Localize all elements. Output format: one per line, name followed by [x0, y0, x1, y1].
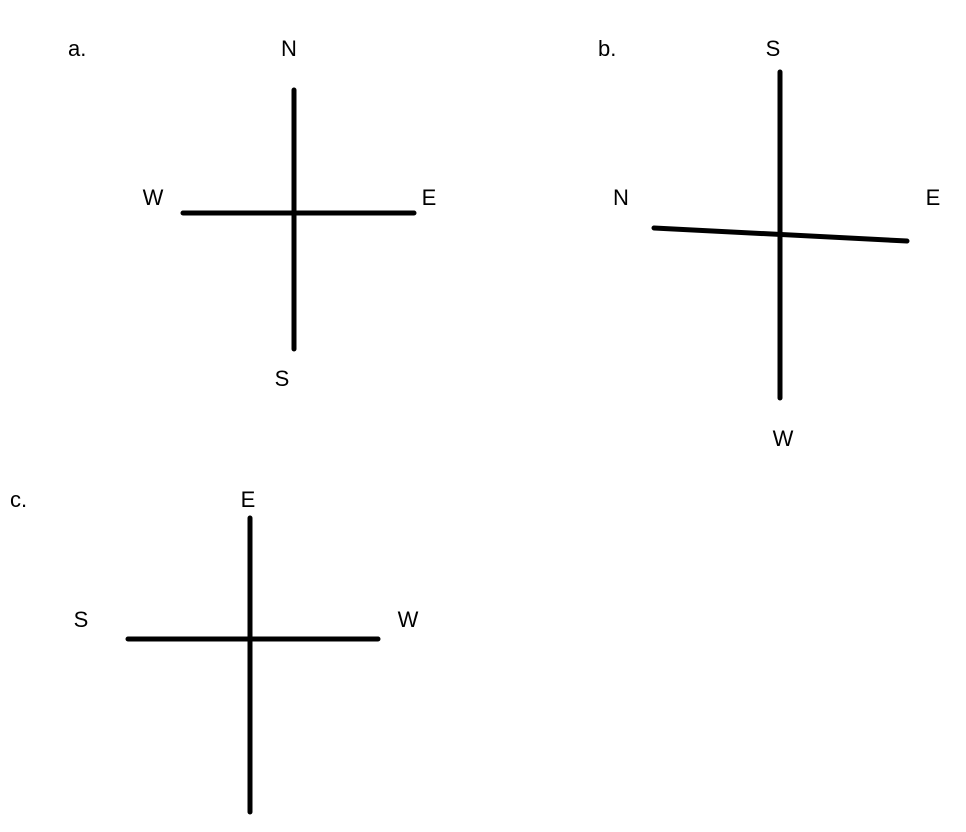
compass-a-bottom-direction: S — [275, 366, 290, 391]
compass-b-top-direction: S — [766, 36, 781, 61]
compass-a-top-direction: N — [281, 36, 297, 61]
compass-b-left-direction: N — [613, 185, 629, 210]
compass-b: b. S W N E — [598, 36, 940, 451]
compass-c: c. E S W — [10, 487, 419, 815]
compass-b-bottom-direction: W — [773, 426, 794, 451]
diagram-label-b: b. — [598, 36, 616, 61]
compass-a-right-direction: E — [422, 185, 437, 210]
compass-c-top-direction: E — [241, 487, 256, 512]
compass-a: a. N S W E — [68, 36, 436, 391]
compass-b-right-direction: E — [926, 185, 941, 210]
compass-c-left-direction: S — [74, 607, 89, 632]
diagram-label-c: c. — [10, 487, 27, 512]
compass-c-right-direction: W — [398, 607, 419, 632]
diagram-label-a: a. — [68, 36, 86, 61]
compass-a-left-direction: W — [143, 185, 164, 210]
compass-b-horizontal-axis — [651, 225, 910, 244]
